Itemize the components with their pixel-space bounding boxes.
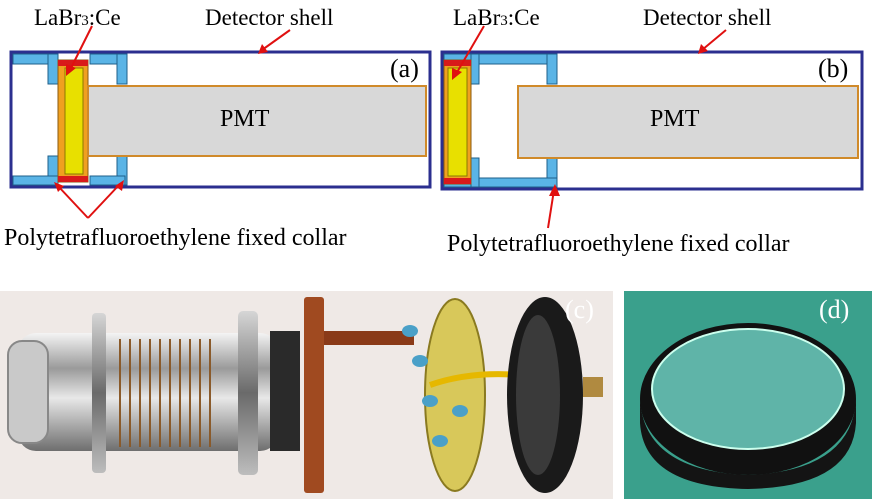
arrow-shell-b (701, 29, 727, 51)
arrowhead-shell-b (698, 44, 708, 54)
flange-1 (92, 313, 106, 473)
copper-rods (324, 331, 414, 345)
panel-tag-d: (d) (819, 295, 850, 324)
crystal-label-tail: :Ce (507, 5, 540, 30)
crystal-cap-bot-a (58, 176, 88, 182)
pmt-body-a (87, 85, 427, 157)
shell-label-b: Detector shell (643, 5, 772, 30)
arrowhead-crystal-a (66, 64, 76, 76)
crystal-b (447, 67, 468, 177)
arrow-collar2-a (87, 183, 121, 219)
flange-2 (238, 311, 258, 475)
photo-d-illustration (640, 323, 856, 489)
arrow-crystal-b (455, 25, 485, 75)
copper-board (304, 297, 324, 493)
collar-ring-glass (651, 328, 845, 450)
arrow-collar-b (547, 189, 555, 229)
pmt-tube (18, 333, 278, 451)
crystal-label-main: LaBr (453, 5, 501, 30)
collar-right-bot-a (89, 175, 126, 186)
collar-vert-top-b (546, 53, 558, 85)
collar-label-a: Polytetrafluoroethylene fixed collar (4, 225, 347, 251)
crystal-label-sub: 3 (81, 13, 89, 29)
pin-base (270, 331, 300, 451)
dynode-stack (119, 339, 211, 447)
arrowhead-collar-b (549, 184, 560, 196)
crystal-label-a: LaBr3:Ce (34, 6, 121, 29)
photo-c: (c) (0, 291, 613, 499)
arrow-collar1-a (57, 185, 89, 219)
pmt-label-b: PMT (650, 106, 700, 132)
pmt-window (7, 340, 49, 444)
arrow-crystal-a (69, 25, 93, 71)
collar-right-vert-top-a (116, 53, 128, 85)
photo-c-illustration (7, 297, 603, 493)
collar-left-vert-bot-b (470, 157, 480, 188)
connector (583, 377, 603, 397)
shell-label-a: Detector shell (205, 5, 334, 30)
components (402, 325, 468, 447)
crystal-cap-top-b (444, 60, 471, 66)
arrowhead-crystal-b (452, 68, 462, 80)
collar-label-b: Polytetrafluoroethylene fixed collar (447, 231, 790, 257)
pmt-body-b (517, 85, 859, 159)
crystal-cap-bot-b (444, 178, 471, 184)
crystal-label-main: LaBr (34, 5, 82, 30)
panel-tag-b: (b) (818, 54, 849, 83)
photo-d: (d) (624, 291, 872, 499)
crystal-label-b: LaBr3:Ce (453, 6, 540, 29)
arrow-shell-a (261, 29, 291, 51)
pmt-label-a: PMT (220, 106, 270, 132)
crystal-label-tail: :Ce (88, 5, 121, 30)
collar-ring-band (640, 399, 856, 489)
collar-left-vert-top-b (470, 53, 480, 85)
crystal-label-sub: 3 (500, 13, 508, 29)
panel-tag-c: (c) (565, 295, 594, 324)
arrowhead-collar2-a (115, 180, 124, 191)
panel-tag-a: (a) (390, 54, 419, 83)
arrowhead-shell-a (258, 44, 268, 54)
end-cap-inner (516, 315, 560, 475)
arrowhead-collar1-a (54, 182, 64, 192)
circuit-board (424, 298, 486, 492)
